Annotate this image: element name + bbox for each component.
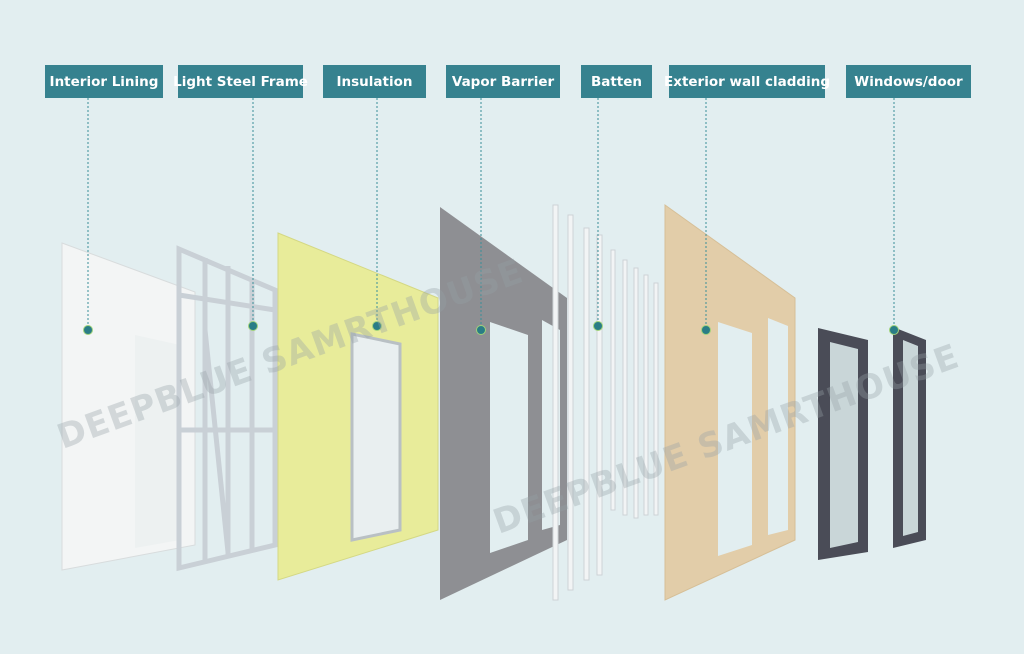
- leader-dots: [83, 321, 899, 335]
- label-insulation: Insulation: [323, 65, 426, 98]
- leader-lines: [87, 98, 895, 328]
- label-windows-door: Windows/door: [846, 65, 971, 98]
- label-light-steel-frame: Light Steel Frame: [173, 65, 308, 98]
- door-glass: [903, 340, 918, 536]
- cladding-opening: [768, 318, 788, 535]
- vapor-barrier-opening: [490, 322, 528, 553]
- label-batten: Batten: [581, 65, 652, 98]
- light-steel-frame: [176, 245, 278, 572]
- label-interior-lining: Interior Lining: [45, 65, 163, 98]
- window-glass: [830, 342, 858, 548]
- insulation-window-opening: [350, 332, 402, 542]
- cladding-opening: [718, 322, 752, 556]
- label-exterior-wall-cladding: Exterior wall cladding: [664, 65, 830, 98]
- label-vapor-barrier: Vapor Barrier: [446, 65, 560, 98]
- interior-lining-opening: [135, 335, 180, 548]
- battens: [552, 204, 659, 601]
